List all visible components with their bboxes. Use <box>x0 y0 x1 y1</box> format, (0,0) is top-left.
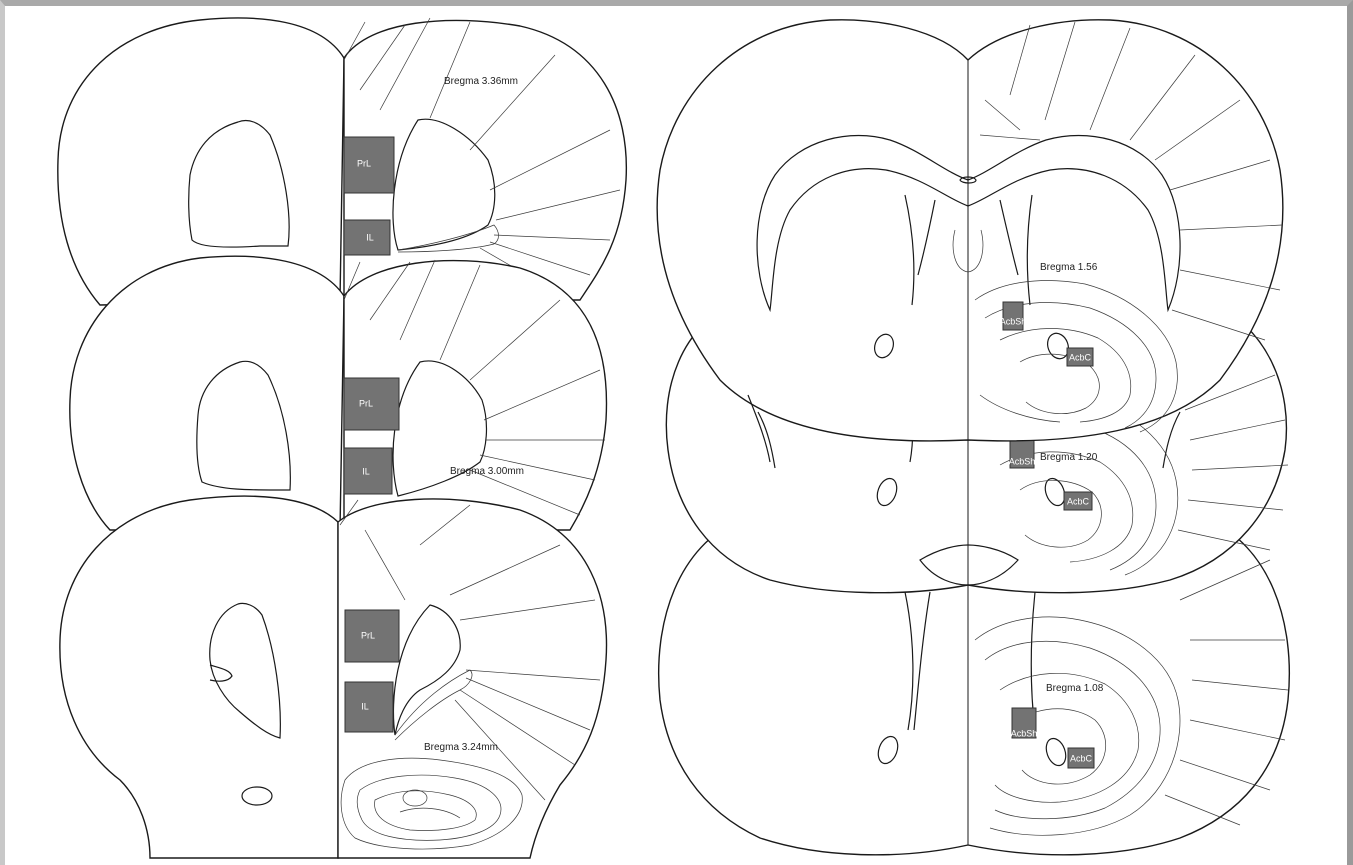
right-panel: AcbSh AcbC Bregma 1.08 <box>657 20 1289 855</box>
bregma-label: Bregma 3.24mm <box>424 742 498 753</box>
prl-label: PrL <box>359 398 373 408</box>
acbsh-label: AcbSh <box>1009 456 1036 466</box>
bregma-label: Bregma 1.20 <box>1040 452 1098 463</box>
nac-section-1: AcbSh AcbC Bregma 1.56 <box>657 20 1283 462</box>
acbc-label: AcbC <box>1070 753 1093 763</box>
left-hemisphere-outline <box>60 496 338 858</box>
left-panel: PrL IL Bregma 3.36mm P <box>58 18 627 858</box>
prl-label: PrL <box>361 630 375 640</box>
bregma-label: Bregma 1.56 <box>1040 262 1098 273</box>
il-label: IL <box>366 232 374 242</box>
bregma-label: Bregma 3.36mm <box>444 76 518 87</box>
acbc-label: AcbC <box>1067 496 1090 506</box>
il-label: IL <box>361 701 369 711</box>
acbsh-label: AcbSh <box>1000 316 1027 326</box>
bregma-label: Bregma 1.08 <box>1046 683 1104 694</box>
pfc-section-3: PrL IL Bregma 3.24mm <box>60 496 607 858</box>
acbc-label: AcbC <box>1069 352 1092 362</box>
bregma-label: Bregma 3.00mm <box>450 466 524 477</box>
il-box <box>345 682 393 732</box>
acbsh-label: AcbSh <box>1011 728 1038 738</box>
prl-label: PrL <box>357 158 371 168</box>
pfc-section-1: PrL IL Bregma 3.36mm <box>58 18 627 305</box>
brain-outline <box>657 20 1283 441</box>
pfc-section-2: PrL IL Bregma 3.00mm <box>70 256 607 530</box>
il-label: IL <box>362 466 370 476</box>
